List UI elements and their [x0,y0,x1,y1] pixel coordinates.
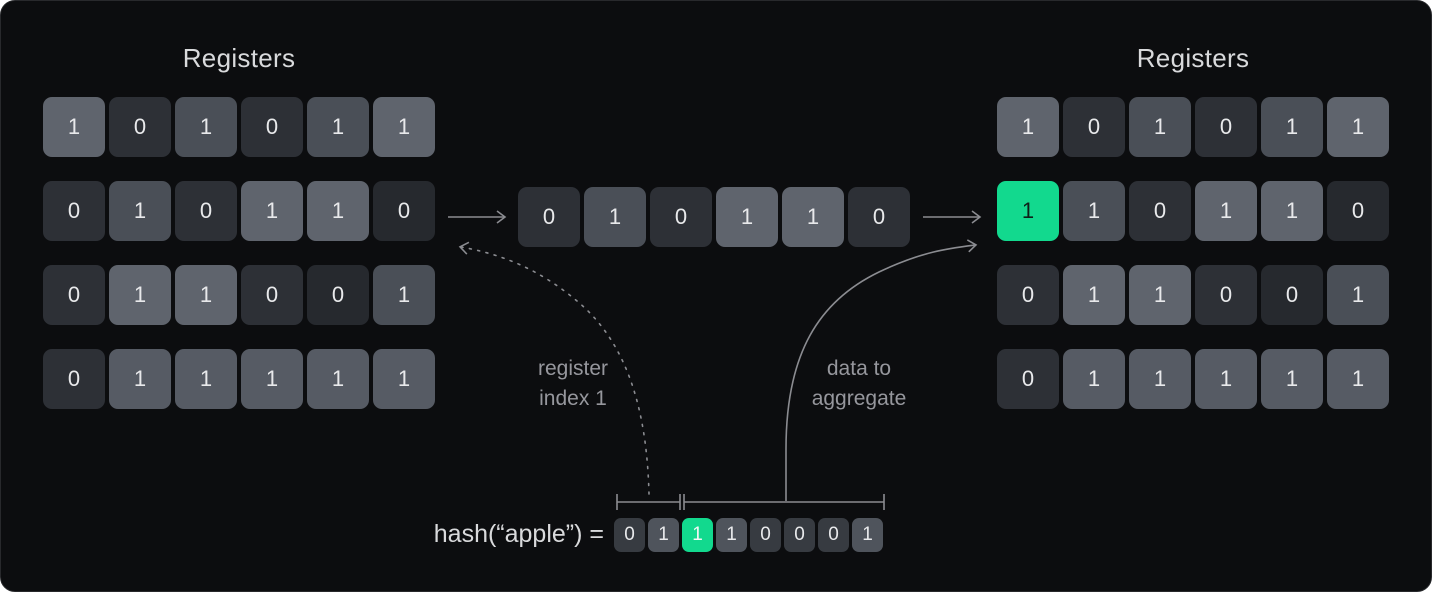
registers-title-left: Registers [182,43,296,73]
register-cell: 1 [1261,349,1323,409]
register-cell: 0 [1195,97,1257,157]
bit-cell: 0 [518,187,580,247]
data-to-aggregate-label: data to aggregate [759,354,959,414]
hash-bit: 0 [614,518,645,552]
register-cell: 0 [241,265,303,325]
register-cell: 0 [307,265,369,325]
register-cell: 0 [1129,181,1191,241]
register-cell: 0 [175,181,237,241]
hash-bit: 1 [716,518,747,552]
register-cell: 1 [1327,265,1389,325]
register-cell: 0 [997,349,1059,409]
register-cell: 1 [175,265,237,325]
register-cell: 1 [1195,181,1257,241]
register-cell: 1 [1261,181,1323,241]
register-cell: 0 [43,181,105,241]
register-cell: 1 [241,349,303,409]
registers-title-right: Registers [1136,43,1250,73]
bit-cell: 0 [848,187,910,247]
register-cell: 0 [373,181,435,241]
bit-cell: 1 [782,187,844,247]
register-cell: 1 [997,181,1059,241]
register-cell: 1 [109,265,171,325]
bit-cell: 1 [716,187,778,247]
bit-cell: 1 [584,187,646,247]
register-cell: 1 [43,97,105,157]
register-cell: 1 [1063,349,1125,409]
register-cell: 1 [175,97,237,157]
register-cell: 0 [1261,265,1323,325]
register-cell: 1 [373,265,435,325]
register-cell: 1 [1195,349,1257,409]
register-index-label: register index 1 [473,354,673,414]
register-index-label-line1: register [537,357,609,380]
register-cell: 1 [1063,181,1125,241]
register-cell: 1 [1129,265,1191,325]
register-cell: 1 [109,349,171,409]
hash-bit: 0 [750,518,781,552]
hash-expression-label: hash(“apple”) = [433,520,604,548]
hash-bit: 0 [784,518,815,552]
register-cell: 0 [1327,181,1389,241]
register-cell: 1 [1129,349,1191,409]
register-cell: 1 [307,97,369,157]
data-to-aggregate-label-line2: aggregate [811,387,907,410]
register-cell: 1 [373,349,435,409]
register-cell: 1 [241,181,303,241]
register-cell: 0 [43,349,105,409]
register-cell: 1 [307,181,369,241]
hash-bit: 1 [648,518,679,552]
data-to-aggregate-label-line1: data to [826,357,892,380]
register-cell: 1 [307,349,369,409]
register-cell: 1 [109,181,171,241]
register-cell: 1 [1261,97,1323,157]
hash-index-bracket [616,494,681,510]
hash-bit: 1 [852,518,883,552]
hash-data-bracket [683,494,885,510]
register-cell: 1 [175,349,237,409]
register-cell: 1 [1129,97,1191,157]
register-cell: 1 [373,97,435,157]
register-cell: 0 [109,97,171,157]
register-cell: 0 [997,265,1059,325]
register-cell: 1 [997,97,1059,157]
register-cell: 0 [241,97,303,157]
bit-cell: 0 [650,187,712,247]
hash-bit: 1 [682,518,713,552]
register-cell: 1 [1063,265,1125,325]
register-cell: 0 [43,265,105,325]
register-cell: 1 [1327,349,1389,409]
register-index-label-line2: index 1 [539,387,607,410]
register-cell: 0 [1063,97,1125,157]
register-cell: 1 [1327,97,1389,157]
hash-bit: 0 [818,518,849,552]
register-cell: 0 [1195,265,1257,325]
